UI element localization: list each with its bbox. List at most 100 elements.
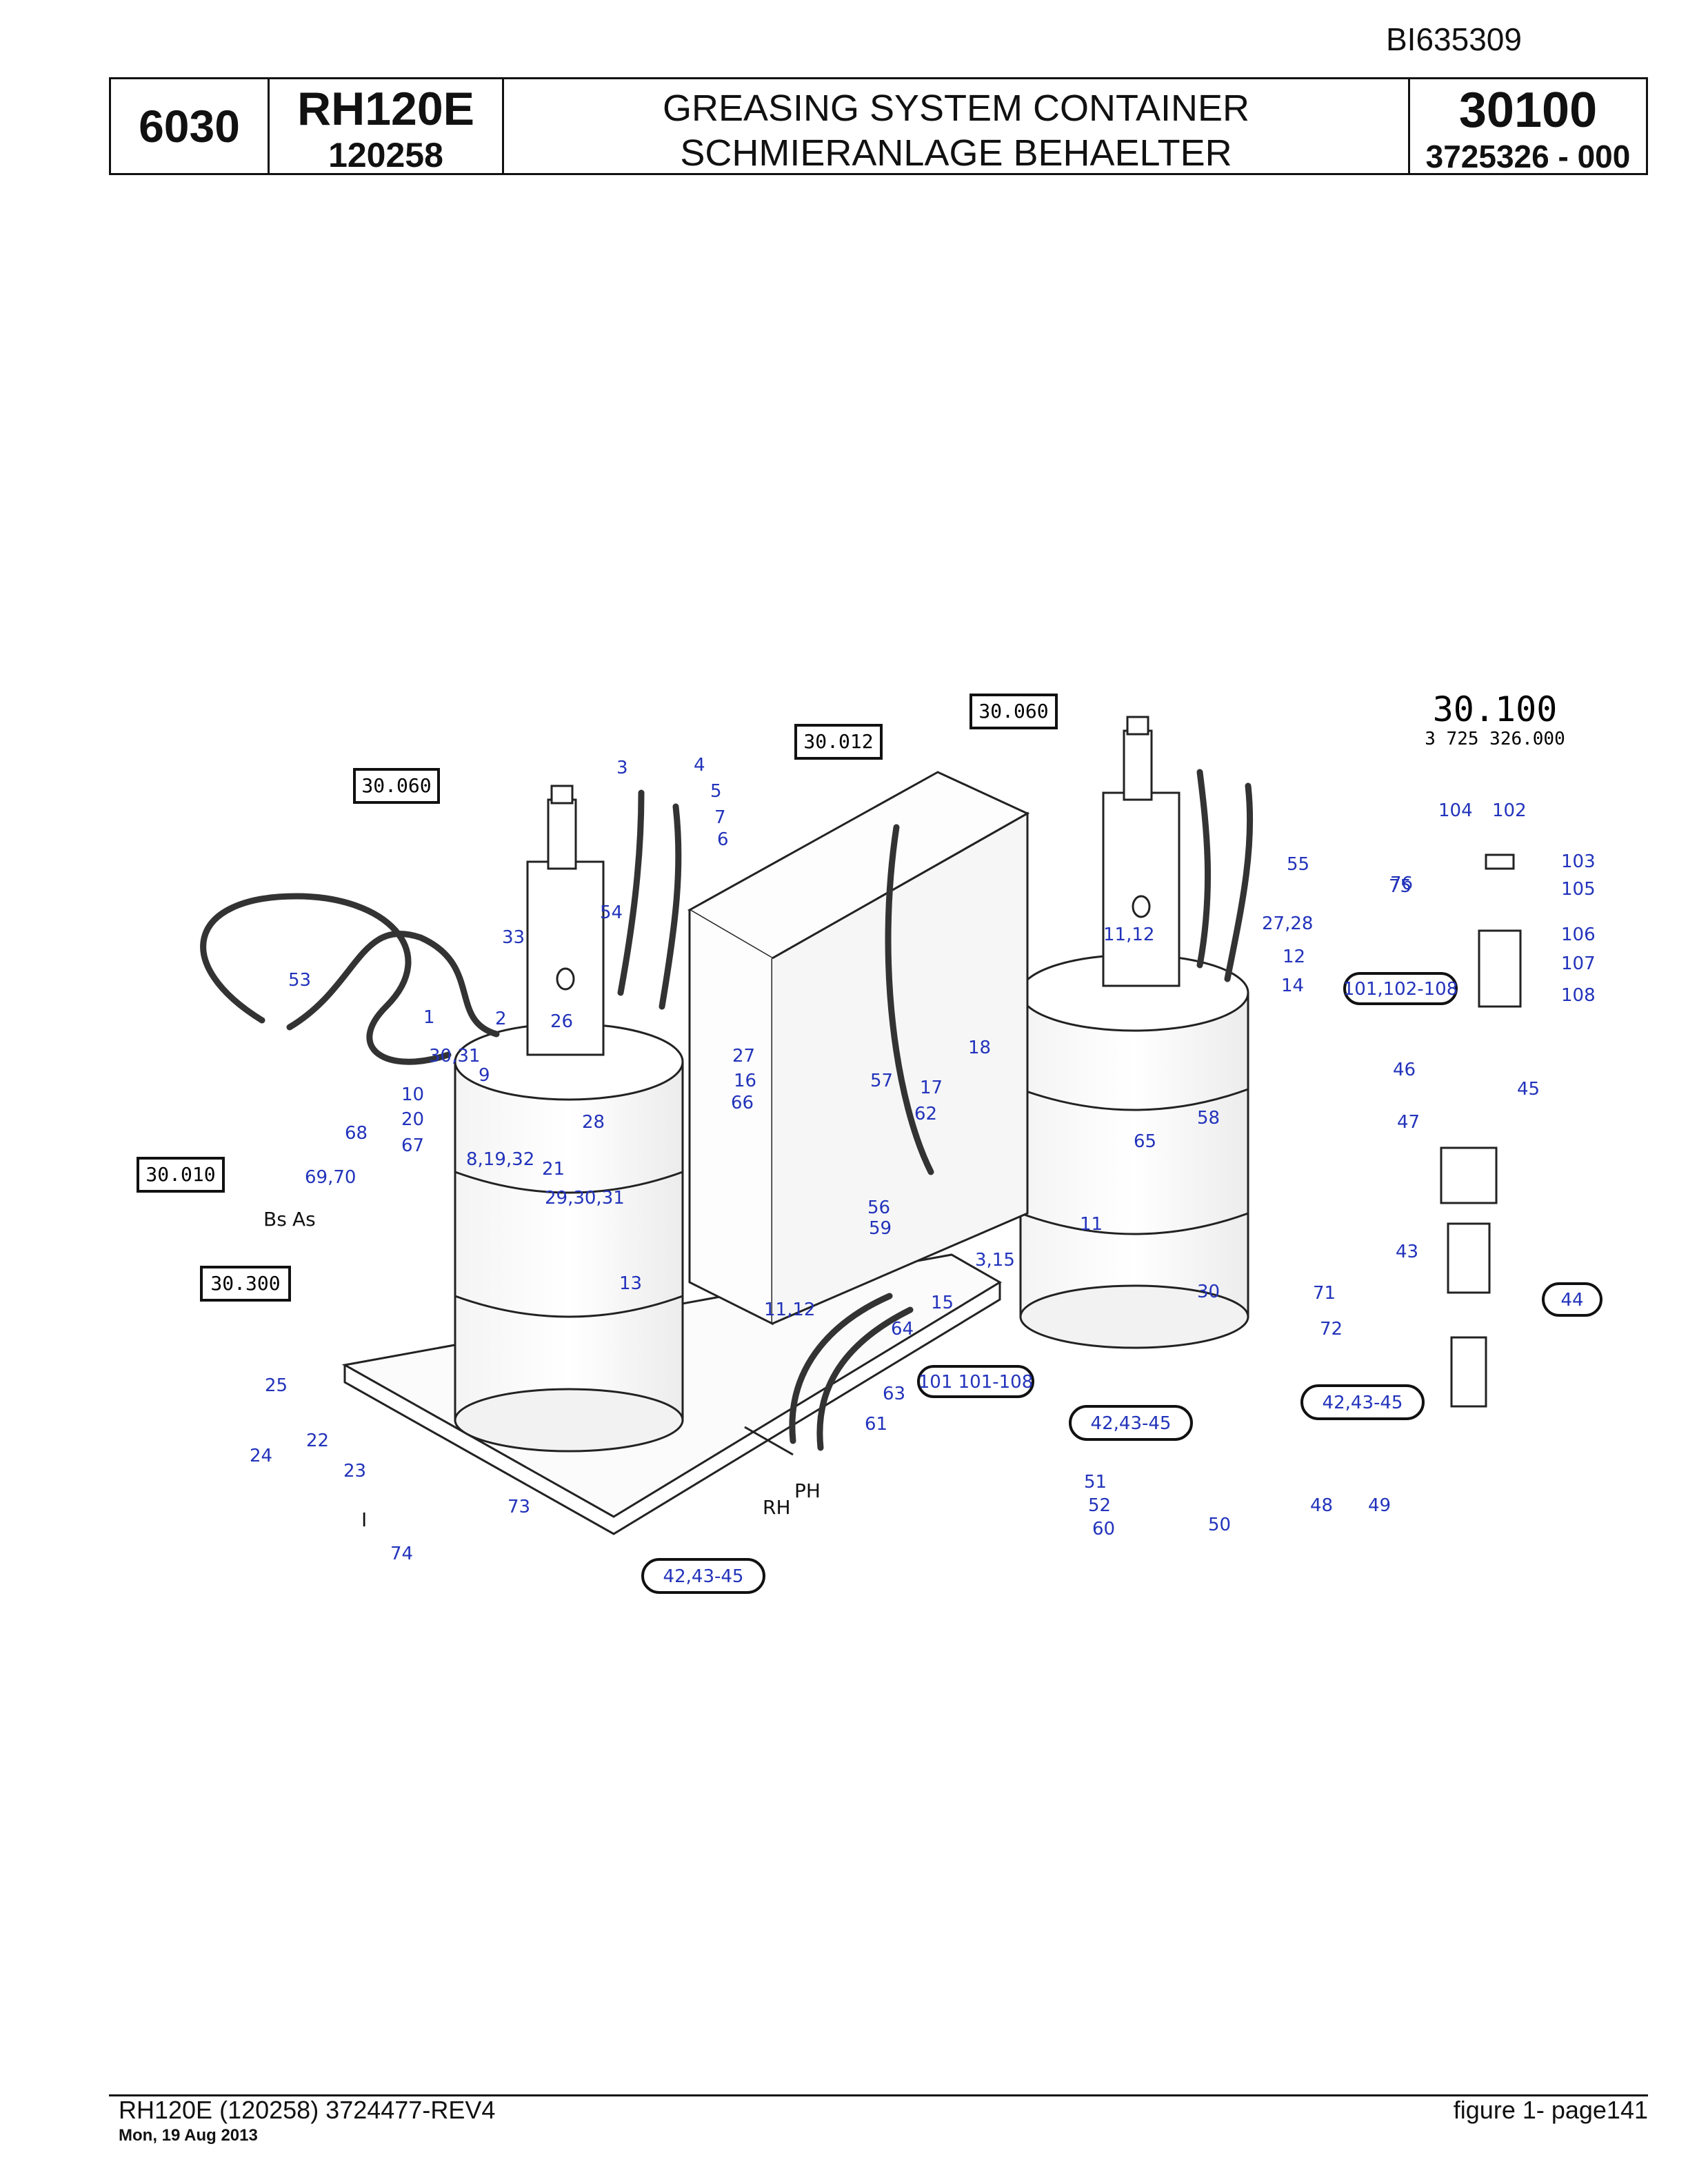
title-german: SCHMIERANLAGE BEHAELTER [680,132,1232,174]
callout-number: 27 [732,1046,755,1066]
hose-lines [200,769,1254,1451]
callout-number: 15 [931,1293,954,1313]
document-id: BI635309 [1386,21,1522,57]
callout-number: 50 [1208,1515,1231,1535]
callout-number: 6 [717,829,729,850]
ref-boxes: 30.060 30.012 30.060 30.010 30.300 [137,694,1058,1302]
oval-101-108-center: 101 101-108 [918,1372,1034,1393]
callout-number: 47 [1397,1112,1420,1133]
left-grease-drum [454,1022,684,1453]
callout-number: 104 [1438,800,1473,821]
callout-number: 3,15 [975,1250,1015,1271]
callout-number: 75 [1389,876,1411,897]
footer-page: figure 1- page141 [1453,2096,1648,2124]
callout-number: 69,70 [305,1167,356,1188]
callout-number: 108 [1561,985,1596,1006]
callout-number: 24 [250,1446,272,1466]
callout-number: 57 [870,1071,893,1091]
footer-document-ref: RH120E (120258) 3724477-REV4 [119,2096,496,2124]
title-block: 6030 RH120E 120258 GREASING SYSTEM CONTA… [109,77,1648,175]
model-cell: RH120E 120258 [270,79,504,174]
right-grease-drum [1019,953,1249,1349]
callout-number: 105 [1561,879,1596,900]
ref-box-left-pump: 30.060 [361,774,431,797]
left-pump-assembly [526,785,605,1056]
callout-number: 12 [1283,947,1305,967]
footer-date: Mon, 19 Aug 2013 [119,2126,258,2145]
port-label: I [361,1508,367,1531]
title-english: GREASING SYSTEM CONTAINER [662,88,1250,129]
port-label: PH [794,1479,821,1502]
footer-rule [109,2094,1648,2096]
port-label: Bs [263,1208,287,1231]
callout-number: 13 [619,1273,642,1294]
callout-number: 107 [1561,953,1596,974]
ref-box-right-pump: 30.060 [978,700,1048,722]
callout-number: 76 [1390,873,1413,894]
callout-number: 10 [401,1084,424,1105]
callout-number: 16 [734,1071,756,1091]
callout-number: 68 [345,1123,368,1144]
callout-number: 9 [479,1065,490,1086]
callout-number: 25 [265,1375,288,1396]
callout-number: 20 [401,1109,424,1130]
callout-number: 65 [1134,1131,1156,1152]
callout-number: 56 [867,1197,890,1218]
group-label: 30.100 3 725 326.000 [1425,689,1565,749]
group-number: 30100 [1458,83,1598,138]
callout-number: 55 [1287,854,1309,875]
callout-number: 11 [1080,1214,1103,1235]
callout-number: 63 [883,1384,905,1404]
callout-number: 102 [1492,800,1527,821]
callout-number: 106 [1561,924,1596,945]
oval-42-45-right: 42,43-45 [1323,1393,1403,1413]
group-label-partno: 3 725 326.000 [1425,729,1565,749]
callout-number: 54 [600,902,623,923]
oval-42-45-bottom: 42,43-45 [663,1566,744,1587]
callout-number: 5 [710,781,722,802]
part-number: 3725326 - 000 [1425,139,1631,174]
callout-number: 22 [306,1430,329,1451]
callout-number: 27,28 [1262,913,1313,934]
port-label: RH [763,1496,791,1519]
callout-number: 103 [1561,851,1596,872]
callout-number: 51 [1084,1472,1107,1493]
callout-number: 33 [502,927,525,948]
title-cell: GREASING SYSTEM CONTAINER SCHMIERANLAGE … [504,79,1410,174]
part-cell: 30100 3725326 - 000 [1410,79,1646,174]
callout-number: 66 [731,1093,754,1113]
callout-number: 48 [1310,1495,1333,1516]
callout-number: 7 [714,807,726,828]
callout-number: 11,12 [764,1300,815,1320]
callout-number: 43 [1396,1242,1418,1262]
oval-callouts: 101,102-108 44 42,43-45 101 101-108 42,4… [641,972,1602,1594]
callout-number: 1 [423,1007,435,1028]
callout-number: 11,12 [1103,924,1154,945]
callout-number: 61 [865,1414,887,1435]
callout-number: 17 [920,1078,943,1098]
callout-number: 46 [1393,1060,1416,1080]
callout-number: 49 [1368,1495,1391,1516]
callout-numbers: 1 2 3 4 5 6 7 8,19,32 9 10 11 11,12 12 1… [250,755,1596,1564]
ref-box-level-sensor: 30.300 [210,1272,280,1295]
callout-number: 8,19,32 [466,1149,534,1170]
serial-number: 120258 [328,136,443,174]
callout-number: 14 [1281,975,1304,996]
callout-number: 4 [694,755,705,776]
right-pump-assembly [1102,716,1180,987]
callout-number: 23 [343,1461,366,1482]
callout-number: 29,30,31 [545,1188,625,1209]
model-name: RH120E [297,83,475,135]
section-number: 6030 [111,79,270,173]
oval-42-45-mid: 42,43-45 [1091,1413,1172,1434]
callout-number: 53 [288,970,311,991]
callout-number: 30 [1197,1282,1220,1302]
callout-number: 58 [1197,1108,1220,1129]
callout-number: 26 [550,1011,573,1032]
callout-number: 67 [401,1135,424,1156]
ref-box-hose-group: 30.010 [145,1163,215,1186]
callout-number: 60 [1092,1519,1115,1539]
filter-assembly [1440,853,1522,1408]
callout-number: 72 [1320,1319,1343,1339]
